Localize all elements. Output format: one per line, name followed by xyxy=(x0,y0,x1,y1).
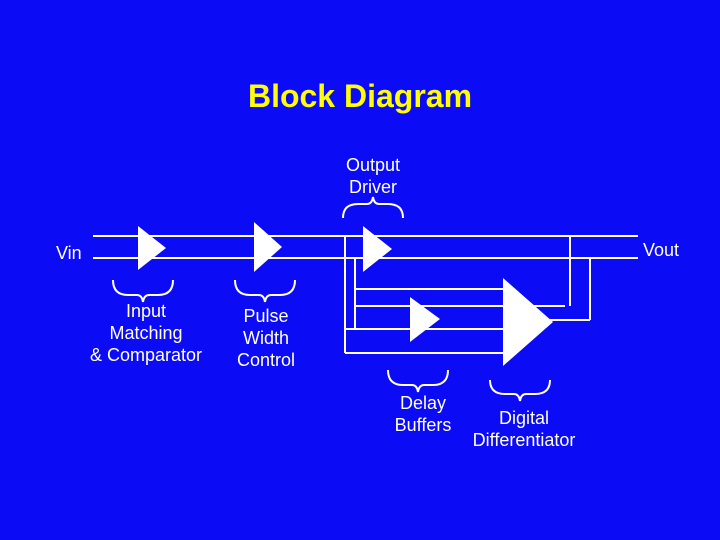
input-matching-line1: Input xyxy=(125,301,167,321)
delay-buffers-line1: Delay xyxy=(399,393,447,413)
slide-title: Block Diagram xyxy=(247,78,473,114)
digital-diff-line2: Differentiator xyxy=(472,430,576,450)
pulse-width-line3: Control xyxy=(236,350,296,370)
brace-pulse-width xyxy=(234,279,296,303)
output-driver-triangle xyxy=(363,226,392,272)
input-matching-line3: & Comparator xyxy=(89,345,203,365)
input-matching-label: Input Matching & Comparator xyxy=(78,300,214,366)
input-comparator-triangle xyxy=(138,226,166,270)
digital-differentiator-label: Digital Differentiator xyxy=(462,407,586,451)
pulse-width-line1: Pulse xyxy=(243,306,289,326)
brace-delay-buffers xyxy=(387,369,449,393)
delay-buffer-triangle xyxy=(410,297,440,342)
delay-buffers-label: Delay Buffers xyxy=(383,392,463,436)
delay-buffers-line2: Buffers xyxy=(394,415,452,435)
brace-output-driver xyxy=(342,196,404,219)
input-matching-line2: Matching xyxy=(109,323,183,343)
digital-diff-line1: Digital xyxy=(498,408,550,428)
vin-label: Vin xyxy=(56,243,82,263)
vout-label: Vout xyxy=(643,240,680,260)
pulse-width-triangle xyxy=(254,222,282,272)
brace-differentiator xyxy=(489,379,551,402)
output-driver-line1: Output xyxy=(345,155,401,175)
pulse-width-line2: Width xyxy=(242,328,289,348)
output-driver-label: Output Driver xyxy=(333,154,413,198)
brace-input-matching xyxy=(112,279,174,303)
differentiator-triangle xyxy=(503,278,553,366)
pulse-width-label: Pulse Width Control xyxy=(226,305,306,371)
output-driver-line2: Driver xyxy=(349,177,397,197)
